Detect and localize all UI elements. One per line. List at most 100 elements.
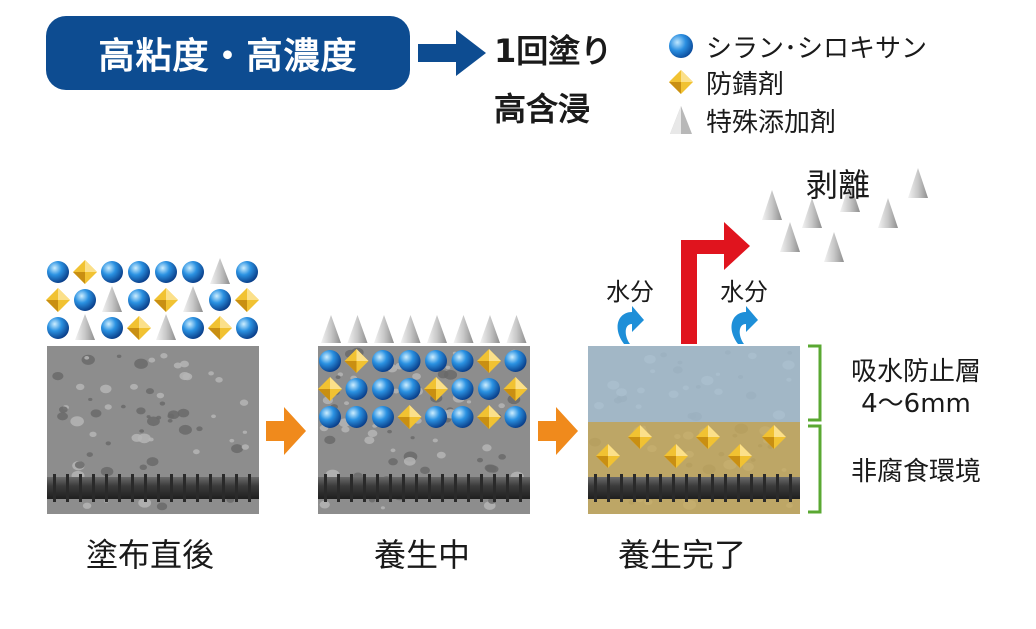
gray-cone-icon: [670, 106, 692, 134]
silane-sphere: [451, 406, 474, 428]
aggregate-stone: [242, 430, 248, 434]
rebar-rib: [620, 474, 623, 502]
silane-sphere: [504, 406, 527, 428]
protect-layer-bracket: [808, 344, 822, 422]
diamond-shadow: [477, 417, 489, 429]
aggregate-stone: [443, 369, 458, 380]
diamond-shadow: [208, 328, 220, 340]
rust-inhibitor-diamond: [664, 444, 688, 468]
aggregate-stone: [344, 401, 350, 406]
legend-label: シラン･シロキサン: [706, 33, 928, 64]
aggregate-stone: [208, 371, 214, 376]
protect-layer-label: 吸水防止層 4～6mm: [836, 356, 996, 420]
silane-sphere: [372, 378, 394, 400]
silane-sphere: [425, 406, 447, 428]
diamond-shadow: [596, 456, 608, 468]
diamond-shadow: [728, 456, 740, 468]
rebar-rib: [350, 474, 353, 502]
rebar-rib: [737, 474, 740, 502]
water-arrow-icon: [731, 306, 758, 344]
aggregate-stone: [81, 354, 95, 365]
additive-cone: [210, 258, 230, 284]
silane-sphere: [319, 406, 341, 428]
aggregate-stone: [52, 371, 64, 381]
silane-sphere: [101, 261, 123, 283]
rebar-rib: [235, 474, 238, 502]
diamond-highlight: [708, 425, 720, 437]
additive-cone: [347, 315, 368, 343]
diamond-highlight: [489, 349, 501, 361]
aggregate-stone: [179, 360, 189, 368]
rebar-rib: [711, 474, 714, 502]
additive-cone: [762, 190, 782, 220]
rebar-rib: [389, 474, 392, 502]
aggregate-stone: [498, 453, 506, 460]
rebar-rib: [105, 474, 108, 502]
aggregate-stone: [160, 353, 168, 359]
aggregate-stone: [90, 409, 102, 418]
rebar-rib: [594, 474, 597, 502]
badge-text: 高粘度・高濃度: [98, 36, 358, 77]
rebar-rib: [248, 474, 251, 502]
rebar-rib: [454, 474, 457, 502]
water-label-left: 水分: [606, 278, 654, 306]
rust-inhibitor-diamond: [318, 377, 342, 401]
diamond-highlight: [774, 425, 786, 437]
additive-cone: [506, 315, 527, 343]
rebar-applied: [47, 474, 259, 502]
diamond-shadow: [235, 300, 247, 312]
aggregate-stone: [388, 458, 398, 466]
aggregate-stone: [159, 401, 166, 406]
rebar-rib: [480, 474, 483, 502]
high-viscosity-badge: 高粘度・高濃度: [46, 16, 410, 90]
silane-sphere: [398, 350, 421, 372]
rebar-rib: [144, 474, 147, 502]
additive-cone: [480, 315, 500, 343]
aggregate-stone: [179, 372, 191, 381]
rust-inhibitor-diamond: [477, 349, 501, 373]
rebar-rib: [196, 474, 199, 502]
water-label-right: 水分: [720, 278, 768, 306]
additive-cone: [183, 286, 203, 312]
diamond-highlight: [139, 316, 151, 328]
additive-cone: [75, 314, 95, 340]
diamond-highlight: [489, 405, 501, 417]
rebar-rib: [750, 474, 753, 502]
aggregate-stone: [173, 362, 182, 369]
aggregate-stone: [139, 429, 145, 433]
additive-cone: [878, 198, 898, 228]
result-line-1: 1回塗り: [494, 32, 613, 70]
rebar-rib: [763, 474, 766, 502]
silane-sphere: [236, 317, 258, 339]
diamond-shadow: [46, 300, 58, 312]
aggregate-stone: [59, 406, 68, 413]
aggregate-stone: [57, 412, 68, 421]
silane-sphere: [372, 350, 394, 372]
diamond-shadow: [696, 437, 708, 449]
rust-inhibitor-diamond: [596, 444, 620, 468]
diamond-shadow: [477, 361, 489, 373]
rust-inhibitor-diamond: [208, 316, 232, 340]
aggregate-stone: [130, 383, 138, 390]
gold-diamond-icon: [669, 70, 693, 94]
rebar-rib: [493, 474, 496, 502]
legend-item-special-additive: 特殊添加剤: [668, 104, 836, 138]
silane-sphere: [451, 378, 474, 400]
rebar-rib: [776, 474, 779, 502]
rust-inhibitor-diamond: [628, 425, 652, 449]
aggregate-stone: [88, 397, 93, 402]
rebar-cured: [588, 474, 800, 502]
rust-inhibitor-diamond: [235, 288, 259, 312]
diamond-highlight: [740, 444, 752, 456]
blue-sphere-icon: [669, 34, 693, 58]
additive-cone: [824, 232, 844, 262]
rust-inhibitor-diamond: [503, 377, 528, 401]
additive-cone: [156, 314, 176, 340]
diamond-highlight: [220, 316, 232, 328]
diamond-shadow: [503, 389, 516, 401]
additive-cone: [400, 315, 421, 343]
additive-cone: [374, 315, 394, 343]
silane-sphere: [101, 317, 123, 339]
diamond-highlight: [330, 377, 342, 389]
